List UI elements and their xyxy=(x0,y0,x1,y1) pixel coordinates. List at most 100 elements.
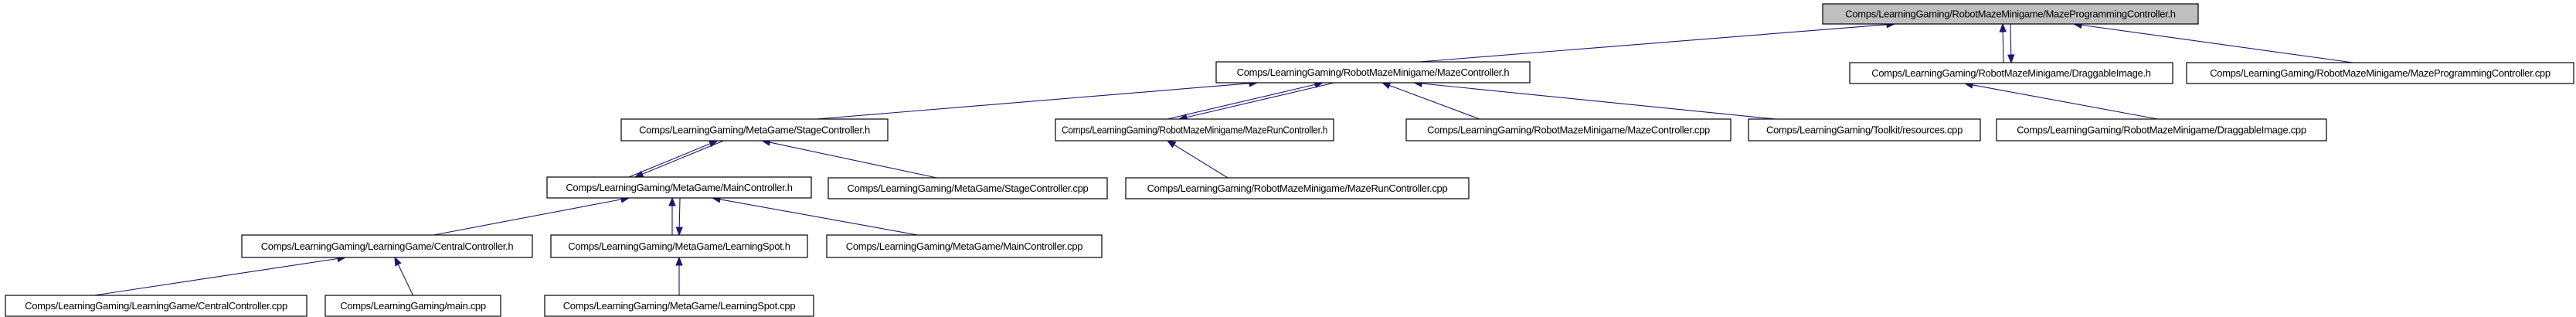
edge-line xyxy=(93,257,338,296)
edge-di-h-to-mpc-h xyxy=(1999,22,2007,63)
node-box xyxy=(546,176,812,199)
edge-line xyxy=(1167,84,1316,120)
edge-sc-cpp-to-sc-h xyxy=(761,138,937,179)
edge-line xyxy=(628,143,711,178)
edge-di-cpp-to-di-h xyxy=(1963,81,2158,120)
edge-cc-h-to-main-h xyxy=(433,196,630,236)
node-label: Comps/LearningGaming/RobotMazeMinigame/D… xyxy=(1871,67,2150,79)
node-box xyxy=(1849,62,2173,84)
node-box xyxy=(2186,62,2574,84)
node-main-controller-cpp[interactable]: Comps/LearningGaming/MetaGame/MainContro… xyxy=(826,234,1103,258)
node-maze-controller-h[interactable]: Comps/LearningGaming/RobotMazeMinigame/M… xyxy=(1215,61,1531,84)
node-label: Comps/LearningGaming/RobotMazeMinigame/M… xyxy=(1845,9,2176,20)
edge-mc-h-to-mpc-h xyxy=(1419,21,1896,63)
node-label: Comps/LearningGaming/MetaGame/LearningSp… xyxy=(568,240,790,252)
node-box xyxy=(1215,61,1531,84)
edge-main-h-to-ls-h xyxy=(675,197,683,237)
edge-line xyxy=(642,140,724,175)
edge-main-h-to-sc-h xyxy=(628,140,719,178)
arrowhead-icon xyxy=(1381,82,1392,90)
node-box xyxy=(1125,177,1470,199)
node-label: Comps/LearningGaming/MetaGame/StageContr… xyxy=(639,124,870,136)
edge-line xyxy=(1972,84,2158,120)
edge-ls-h-to-main-h xyxy=(668,196,676,235)
edge-line xyxy=(1174,144,1229,179)
arrowhead-icon xyxy=(675,256,683,266)
edges-layer xyxy=(93,21,2353,296)
edge-ls-cpp-to-ls-h xyxy=(675,256,683,295)
node-label: Comps/LearningGaming/RobotMazeMinigame/M… xyxy=(1147,182,1448,194)
edge-mc-h-to-mrc-h xyxy=(1178,82,1335,121)
edge-line xyxy=(2081,24,2353,63)
nodes-layer: Comps/LearningGaming/RobotMazeMinigame/M… xyxy=(5,3,2574,317)
node-learning-spot-h[interactable]: Comps/LearningGaming/MetaGame/LearningSp… xyxy=(550,234,808,258)
arrowhead-icon xyxy=(1999,22,2007,32)
node-box xyxy=(5,295,308,317)
edge-mrc-h-to-mc-h xyxy=(1167,80,1324,120)
node-label: Comps/LearningGaming/RobotMazeMinigame/M… xyxy=(1237,66,1510,78)
arrowhead-icon xyxy=(668,196,676,206)
node-maze-programming-controller-h[interactable]: Comps/LearningGaming/RobotMazeMinigame/M… xyxy=(1822,3,2199,25)
node-maze-programming-controller-cpp[interactable]: Comps/LearningGaming/RobotMazeMinigame/M… xyxy=(2186,62,2574,84)
arrowhead-icon xyxy=(1166,140,1177,148)
node-maze-run-controller-h[interactable]: Comps/LearningGaming/RobotMazeMinigame/M… xyxy=(1055,118,1334,141)
edge-line xyxy=(1421,83,1776,120)
edge-line xyxy=(816,83,1250,120)
node-label: Comps/LearningGaming/RobotMazeMinigame/M… xyxy=(1427,124,1710,136)
node-box xyxy=(544,295,814,317)
edge-cc-cpp-to-cc-h xyxy=(93,254,347,296)
arrowhead-icon xyxy=(675,227,683,237)
edge-line xyxy=(678,197,681,228)
node-central-controller-h[interactable]: Comps/LearningGaming/LearningGame/Centra… xyxy=(241,234,533,258)
node-label: Comps/LearningGaming/LearningGame/Centra… xyxy=(25,300,287,312)
node-label: Comps/LearningGaming/LearningGame/Centra… xyxy=(261,240,514,252)
node-central-controller-cpp[interactable]: Comps/LearningGaming/LearningGame/Centra… xyxy=(5,295,308,317)
node-draggable-image-cpp[interactable]: Comps/LearningGaming/RobotMazeMinigame/D… xyxy=(1996,118,2327,141)
node-draggable-image-h[interactable]: Comps/LearningGaming/RobotMazeMinigame/D… xyxy=(1849,62,2173,84)
node-stage-controller-cpp[interactable]: Comps/LearningGaming/MetaGame/StageContr… xyxy=(828,177,1108,199)
node-box xyxy=(241,234,533,258)
edge-res-cpp-to-mc-h xyxy=(1412,80,1776,120)
node-main-controller-h[interactable]: Comps/LearningGaming/MetaGame/MainContro… xyxy=(546,176,812,199)
arrowhead-icon xyxy=(394,256,402,267)
node-label: Comps/LearningGaming/RobotMazeMinigame/M… xyxy=(1062,124,1327,136)
node-label: Comps/LearningGaming/Toolkit/resources.c… xyxy=(1766,124,1963,136)
edge-mpc-h-to-di-h xyxy=(2007,23,2015,64)
edge-line xyxy=(1419,24,1888,63)
node-resources-cpp[interactable]: Comps/LearningGaming/Toolkit/resources.c… xyxy=(1748,118,1981,141)
edge-line xyxy=(2010,23,2012,56)
node-main-cpp[interactable]: Comps/LearningGaming/main.cpp xyxy=(325,295,501,317)
node-label: Comps/LearningGaming/main.cpp xyxy=(340,300,486,312)
node-label: Comps/LearningGaming/MetaGame/StageContr… xyxy=(848,182,1089,194)
node-label: Comps/LearningGaming/MetaGame/MainContro… xyxy=(846,240,1082,252)
edge-line xyxy=(1186,82,1335,118)
node-stage-controller-h[interactable]: Comps/LearningGaming/MetaGame/StageContr… xyxy=(620,118,889,141)
edge-sc-h-to-main-h xyxy=(634,140,724,178)
node-box xyxy=(1996,118,2327,141)
node-box xyxy=(1822,3,2199,25)
node-box xyxy=(1748,118,1981,141)
node-box xyxy=(1405,118,1731,141)
edge-mpc-cpp-to-mpc-h xyxy=(2072,21,2353,63)
node-learning-spot-cpp[interactable]: Comps/LearningGaming/MetaGame/LearningSp… xyxy=(544,295,814,317)
edge-line xyxy=(770,141,937,179)
edge-line xyxy=(719,199,919,236)
node-box xyxy=(550,234,808,258)
arrowhead-icon xyxy=(2007,54,2015,64)
node-label: Comps/LearningGaming/RobotMazeMinigame/M… xyxy=(2210,67,2551,79)
node-box xyxy=(826,234,1103,258)
edge-main-cpp-to-main-h xyxy=(711,196,919,236)
node-label: Comps/LearningGaming/MetaGame/MainContro… xyxy=(566,182,792,193)
node-maze-run-controller-cpp[interactable]: Comps/LearningGaming/RobotMazeMinigame/M… xyxy=(1125,177,1470,199)
node-box xyxy=(1055,118,1334,141)
node-maze-controller-cpp[interactable]: Comps/LearningGaming/RobotMazeMinigame/M… xyxy=(1405,118,1731,141)
node-box xyxy=(620,118,889,141)
node-label: Comps/LearningGaming/MetaGame/LearningSp… xyxy=(563,300,796,312)
edge-line xyxy=(397,264,413,296)
edge-mrc-cpp-to-mrc-h xyxy=(1166,140,1229,179)
node-box xyxy=(325,295,501,317)
node-label: Comps/LearningGaming/RobotMazeMinigame/D… xyxy=(2017,124,2306,136)
edge-line xyxy=(1389,84,1480,120)
edge-gmain-cpp-to-cc-h xyxy=(394,256,413,296)
